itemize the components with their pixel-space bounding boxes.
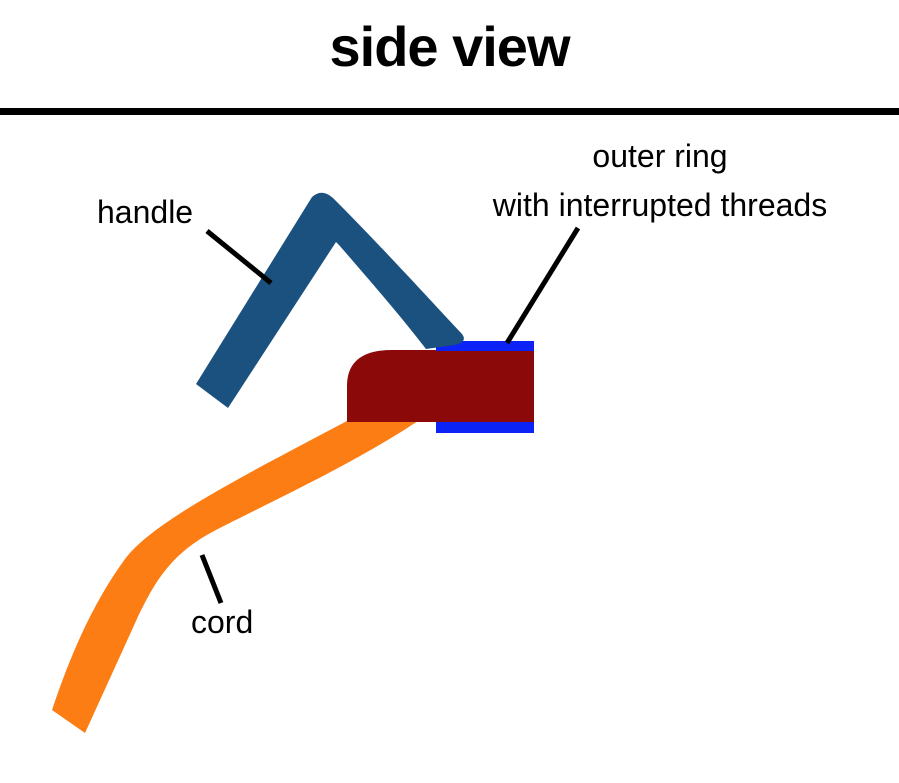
cord-label: cord: [191, 604, 254, 640]
handle-leader-line: [205, 229, 273, 285]
outer-ring-top-strip: [436, 341, 534, 351]
handle-label: handle: [97, 194, 194, 230]
outer-ring-label-line2: with interrupted threads: [492, 187, 828, 223]
cord-leader-line: [199, 554, 224, 604]
outer-ring-label: outer ring with interrupted threads: [440, 132, 880, 230]
cord-shape: [52, 421, 418, 733]
outer-ring-leader-line: [504, 226, 581, 345]
outer-ring-label-line1: outer ring: [592, 138, 728, 174]
page-title: side view: [329, 15, 570, 78]
title-divider: [0, 108, 899, 115]
outer-ring-bottom-strip: [436, 422, 534, 433]
handle-shape: [196, 192, 464, 408]
body-shape: [347, 350, 534, 422]
